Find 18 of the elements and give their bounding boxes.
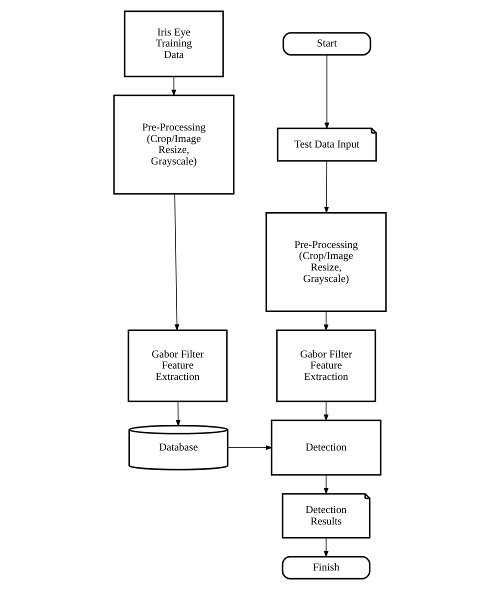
- node-box: Gabor Filter Feature Extraction: [127, 329, 228, 402]
- node-box: Pre-Processing (Crop/Image Resize, Grayscale): [265, 212, 386, 312]
- arrow: [323, 311, 328, 332]
- node-box: Iris Eye Training Data: [123, 10, 224, 78]
- node-box: Finish: [281, 556, 370, 580]
- arrow: [324, 54, 329, 130]
- node-box: Start: [282, 32, 371, 56]
- arrow: [170, 76, 176, 97]
- arrow: [323, 401, 328, 422]
- arrow: [175, 401, 180, 427]
- arrow: [323, 474, 328, 495]
- arrow: [226, 445, 272, 450]
- node-box: Pre-Processing (Crop/Image Resize, Grayscale): [112, 94, 234, 195]
- node-box: Gabor Filter Feature Extraction: [276, 329, 376, 402]
- node-box: Detection: [270, 420, 381, 476]
- arrow: [174, 194, 179, 332]
- arrow: [323, 538, 328, 558]
- arrow: [324, 160, 328, 214]
